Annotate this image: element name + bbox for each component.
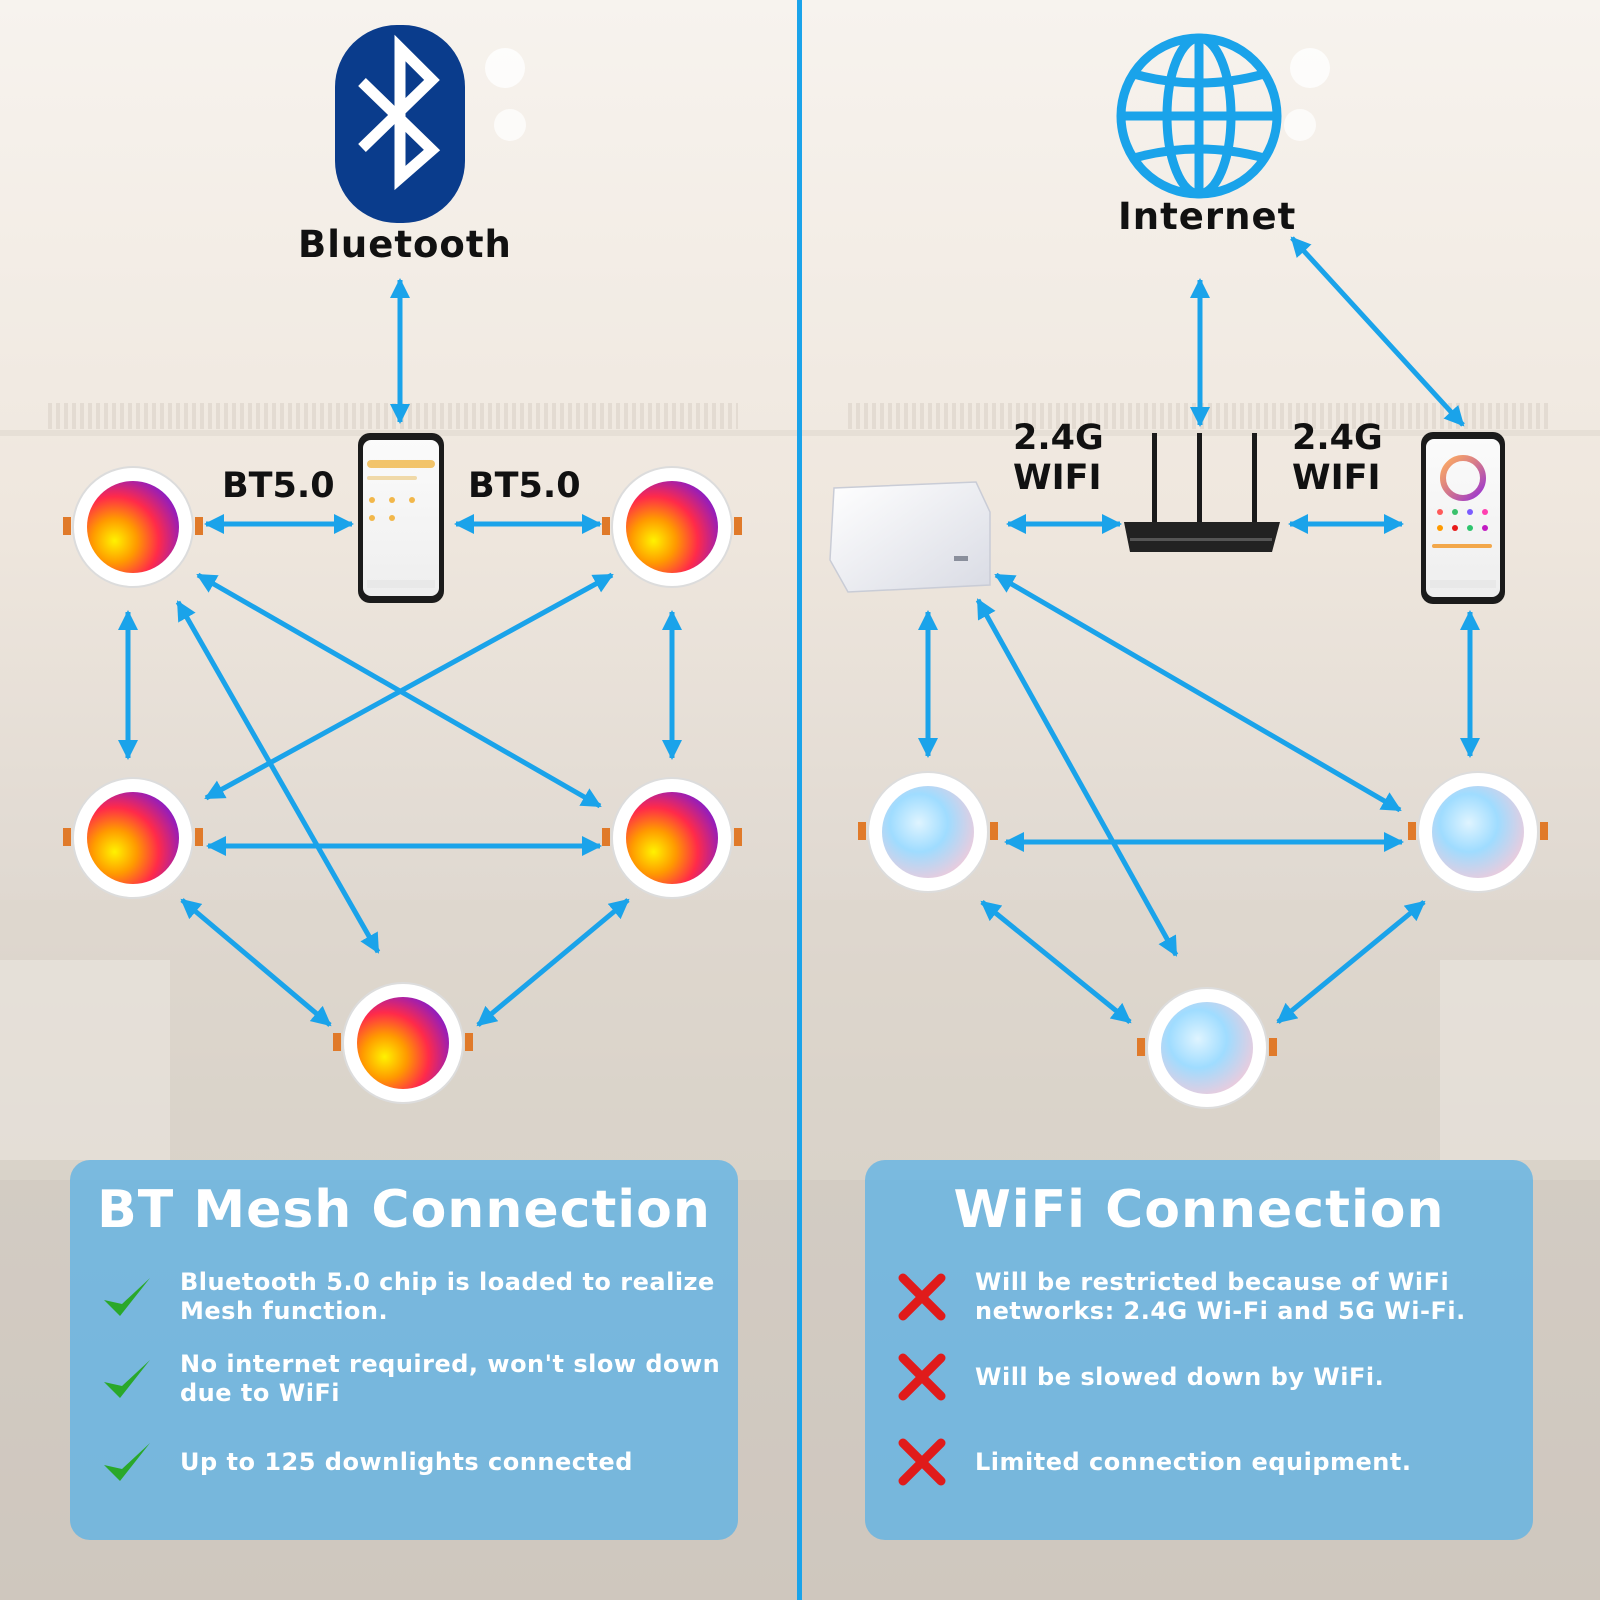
cross-icon xyxy=(898,1273,946,1321)
wifi-drawback-text: Will be slowed down by WiFi. xyxy=(975,1362,1385,1391)
wifi-link-label-left: 2.4G WIFI xyxy=(1013,418,1104,498)
bt5-link-label-right: BT5.0 xyxy=(468,466,581,506)
bt-mesh-panel-title: BT Mesh Connection xyxy=(97,1180,711,1240)
smartphone-right xyxy=(1421,432,1505,604)
wifi-band-label: 2.4G xyxy=(1013,418,1104,458)
white-downlight-middle-left xyxy=(858,771,998,893)
cross-icon xyxy=(898,1353,946,1401)
wifi-drawback-item: Limited connection equipment. xyxy=(895,1435,1523,1489)
center-divider xyxy=(797,0,802,1600)
rgb-downlight-bottom xyxy=(333,982,473,1104)
wifi-link-label-right: 2.4G WIFI xyxy=(1292,418,1383,498)
wifi-drawback-item: Will be slowed down by WiFi. xyxy=(895,1350,1523,1404)
rgb-downlight-middle-left xyxy=(63,777,203,899)
bluetooth-badge xyxy=(335,25,465,223)
rgb-downlight-top-left xyxy=(63,466,203,588)
connection-arrow xyxy=(994,572,1402,813)
bluetooth-title: Bluetooth xyxy=(298,223,512,266)
rgb-downlight-top-right xyxy=(602,466,742,588)
wifi-panel-title: WiFi Connection xyxy=(953,1180,1445,1240)
wifi-word-label: WIFI xyxy=(1292,458,1381,498)
wifi-hub xyxy=(829,481,991,593)
connection-arrow xyxy=(975,598,1179,957)
bluetooth-icon xyxy=(358,34,441,191)
connection-arrow xyxy=(180,898,332,1027)
wifi-drawback-text: Limited connection equipment. xyxy=(975,1447,1412,1476)
cross-icon xyxy=(898,1438,946,1486)
white-downlight-middle-right xyxy=(1408,771,1548,893)
bt-feature-item: Up to 125 downlights connected xyxy=(100,1435,728,1489)
internet-title: Internet xyxy=(1118,195,1297,238)
bt-feature-item: No internet required, won't slow down du… xyxy=(100,1350,728,1408)
check-icon xyxy=(104,1278,150,1316)
connection-arrow xyxy=(1290,236,1465,427)
wifi-router xyxy=(1124,433,1280,552)
bt-feature-text: No internet required, won't slow down du… xyxy=(180,1350,721,1407)
wifi-word-label: WIFI xyxy=(1013,458,1102,498)
white-downlight-bottom xyxy=(1137,987,1277,1109)
connection-arrow xyxy=(1276,900,1426,1024)
connection-arrow xyxy=(175,600,381,954)
bt-mesh-panel: BT Mesh Connection Bluetooth 5.0 chip is… xyxy=(70,1160,738,1540)
wifi-band-label: 2.4G xyxy=(1292,418,1383,458)
bt-feature-item: Bluetooth 5.0 chip is loaded to realize … xyxy=(100,1268,728,1326)
connection-arrow xyxy=(476,898,630,1027)
wifi-drawback-item: Will be restricted because of WiFi netwo… xyxy=(895,1268,1523,1326)
bt5-link-label-left: BT5.0 xyxy=(222,466,335,506)
wifi-drawback-text: Will be restricted because of WiFi netwo… xyxy=(975,1268,1466,1325)
bt-feature-text: Bluetooth 5.0 chip is loaded to realize … xyxy=(180,1268,715,1325)
globe-icon xyxy=(1116,33,1282,199)
rgb-downlight-middle-right xyxy=(602,777,742,899)
check-icon xyxy=(104,1360,150,1398)
wifi-panel: WiFi Connection Will be restricted becau… xyxy=(865,1160,1533,1540)
connection-arrow xyxy=(204,572,614,801)
connection-arrow xyxy=(980,900,1132,1024)
smartphone-left xyxy=(358,433,444,603)
bt-feature-text: Up to 125 downlights connected xyxy=(180,1447,633,1476)
check-icon xyxy=(104,1443,150,1481)
